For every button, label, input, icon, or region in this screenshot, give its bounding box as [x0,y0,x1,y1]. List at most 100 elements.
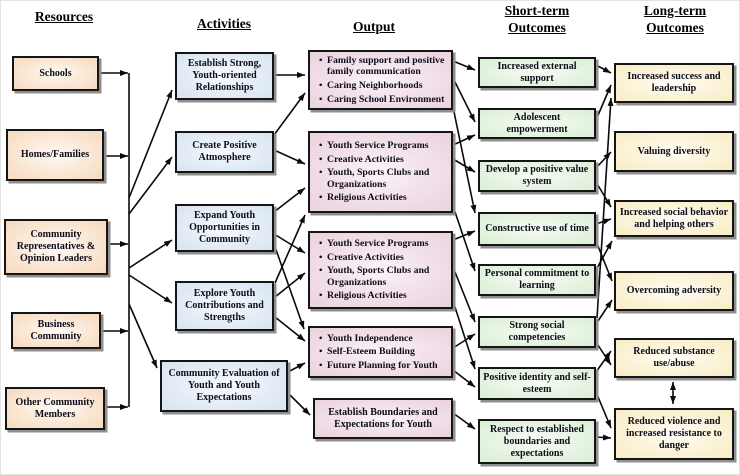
arrow-a2-to-o1 [273,92,306,136]
long-term-label: Increased social behavior and helping ot… [619,206,729,230]
arrow-a4-to-o2 [274,214,306,284]
column-header-activities: Activities [197,16,251,31]
long-term-label: Overcoming adversity [626,285,722,296]
arrow-collector-to-a5 [128,303,158,369]
long-term-box-reduced-violence: Reduced violence and increased resistanc… [614,408,734,460]
output-bullet: Religious Activities [319,192,446,204]
activity-box-create-positive-atmosphere: Create Positive Atmosphere [175,131,274,173]
output-box-youth-programs-2: Youth Service Programs Creative Activiti… [308,231,453,309]
output-bullet: Youth Service Programs [319,238,446,250]
output-box-establish-boundaries: Establish Boundaries and Expectations fo… [313,398,453,439]
long-term-label: Reduced substance use/abuse [633,346,715,369]
resource-box-community-representatives: Community Representatives & Opinion Lead… [4,219,108,275]
short-term-box-commitment-to-learning: Personal commitment to learning [478,264,596,296]
activity-label: Community Evaluation of Youth and Youth … [168,368,280,403]
activity-label: Expand Youth Opportunities in Community [189,210,260,245]
arrow-s6-to-l4 [595,299,613,325]
output-bullet: Self-Esteem Building [319,346,446,358]
arrow-s4-to-l4 [595,240,613,282]
long-term-box-social-behavior: Increased social behavior and helping ot… [614,200,734,237]
resource-label: Schools [39,67,72,79]
resource-label: Community Representatives & Opinion Lead… [16,229,96,264]
output-bullet: Youth Service Programs [319,140,446,152]
output-box-family-support: Family support and positive family commu… [308,50,453,110]
long-term-label: Reduced violence and increased resistanc… [626,416,722,451]
arrow-s7-to-l5 [595,350,612,373]
output-bullet: Youth Independence [319,333,446,345]
short-term-box-strong-social-competencies: Strong social competencies [478,316,596,348]
arrow-o5-to-s8 [452,412,476,430]
short-term-label: Personal commitment to learning [484,268,590,291]
arrow-o1-to-s4 [452,106,477,214]
arrow-o1-to-s2 [452,77,476,123]
output-bullet-list: Youth Service Programs Creative Activiti… [313,235,448,305]
arrow-a2-to-o2 [273,149,306,165]
arrow-s7-to-l6 [595,391,612,429]
arrow-a3-to-o2 [273,187,306,213]
short-term-label: Constructive use of time [485,223,589,234]
arrow-o3-to-s7 [452,300,476,370]
short-term-box-constructive-use-of-time: Constructive use of time [478,212,596,246]
column-header-output: Output [352,19,396,34]
long-term-box-reduced-substance-use: Reduced substance use/abuse [614,338,734,378]
arrow-o2-to-s5 [452,205,476,272]
arrow-a4-to-o4 [274,316,306,342]
arrow-s3-to-l3 [595,181,612,208]
arrow-collector-to-a1 [128,89,173,199]
output-bullet: Creative Activities [319,154,446,166]
short-term-label: Respect to established boundaries and ex… [490,423,584,459]
short-term-box-adolescent-empowerment: Adolescent empowerment [478,108,596,139]
arrow-a3-to-o3 [273,233,306,254]
output-bullet: Religious Activities [319,290,446,302]
arrow-s3-to-l2 [595,151,612,169]
resource-label: Homes/Families [20,149,90,160]
column-header-resources: Resources [34,9,94,24]
arrow-a5-to-o4 [287,362,306,373]
long-term-box-success-and-leadership: Increased success and leadership [614,63,734,103]
output-label: Establish Boundaries and Expectations fo… [328,406,438,430]
arrow-s1-to-l1 [595,64,612,74]
arrow-o1-to-s1 [452,60,476,71]
long-term-label: Increased success and leadership [627,71,721,94]
short-term-box-increased-external-support: Increased external support [478,57,596,88]
short-term-label: Strong social competencies [508,320,566,343]
arrow-o2-to-s3 [452,158,476,173]
output-bullet: Caring Neighborhoods [319,80,446,92]
activity-label: Create Positive Atmosphere [192,140,257,163]
arrow-s8-to-l6 [595,434,612,441]
arrow-o4-to-s7 [452,369,476,388]
long-term-label: Valuing diversity [637,145,711,157]
column-header-short-term-outcomes: Short-term Outcomes [504,3,570,35]
arrow-o4-to-s6 [452,333,476,349]
arrow-collector-to-a2 [128,156,173,215]
short-term-label: Positive identity and self-esteem [483,371,591,395]
resource-box-schools: Schools [12,56,99,91]
short-term-box-respect-boundaries: Respect to established boundaries and ex… [478,419,596,464]
resource-box-other-community-members: Other Community Members [5,387,105,430]
output-bullet: Family support and positive family commu… [319,55,446,78]
output-box-youth-programs-1: Youth Service Programs Creative Activiti… [308,131,453,213]
resource-box-homes-families: Homes/Families [6,129,104,181]
arrow-s6-to-l5 [595,341,612,366]
short-term-label: Adolescent empowerment [506,111,568,135]
resource-label: Other Community Members [15,396,95,420]
short-term-box-positive-value-system: Develop a positive value system [478,160,596,192]
arrow-collector-to-a4 [128,274,173,304]
activity-box-explore-youth-contributions: Explore Youth Contributions and Strength… [175,281,274,331]
activity-box-expand-youth-opportunities: Expand Youth Opportunities in Community [175,204,274,252]
arrow-o2-to-s2 [452,134,476,146]
output-bullet: Future Planning for Youth [319,360,446,372]
activity-label: Explore Youth Contributions and Strength… [185,288,264,323]
arrow-s6-to-l1 [596,97,614,319]
activity-box-community-evaluation: Community Evaluation of Youth and Youth … [160,360,288,412]
output-bullet-list: Youth Independence Self-Esteem Building … [313,330,448,375]
output-bullet: Youth, Sports Clubs and Organizations [319,167,446,190]
resource-label: Business Community [30,318,82,342]
output-bullet: Youth, Sports Clubs and Organizations [319,265,446,288]
resource-box-business-community: Business Community [11,312,101,349]
output-bullet-list: Youth Service Programs Creative Activiti… [313,137,448,207]
arrow-collector-to-a3 [128,239,173,269]
long-term-box-valuing-diversity: Valuing diversity [614,131,734,172]
